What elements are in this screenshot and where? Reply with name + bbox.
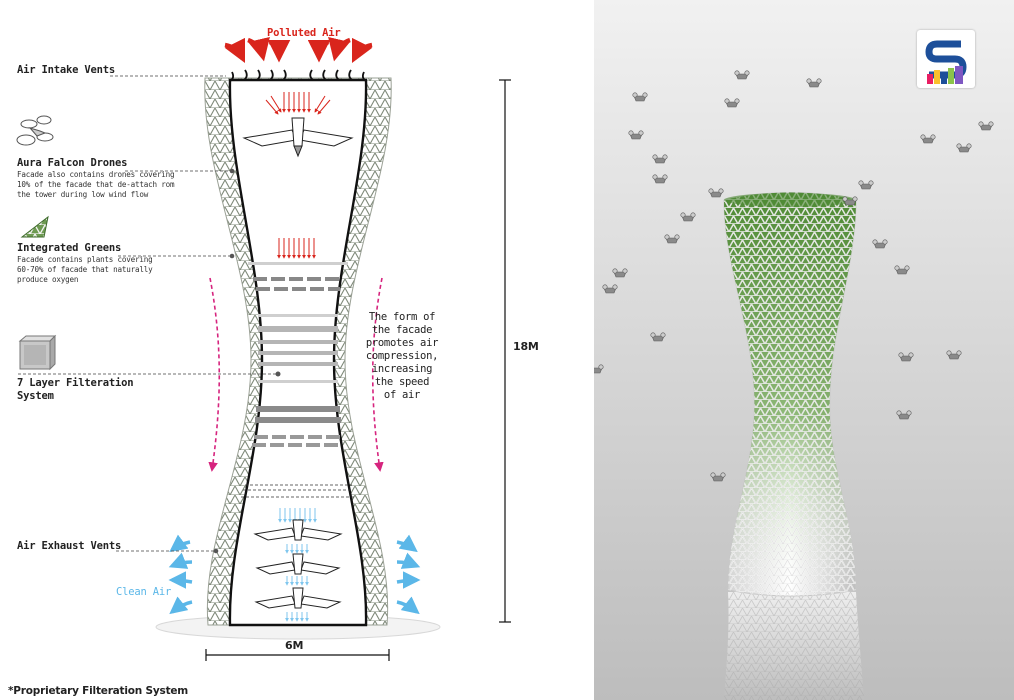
width-dimension-label: 6M <box>285 639 304 652</box>
leader-dots <box>213 168 281 554</box>
tower-diagram <box>16 36 511 661</box>
tower-render <box>594 0 1014 700</box>
logo-graphic <box>925 40 967 84</box>
turbine-lower-2 <box>255 553 341 575</box>
render-tower-lattice-dark <box>724 192 856 596</box>
filter-cube-icon <box>18 334 57 371</box>
intake-vents <box>229 69 367 82</box>
leaf-triangle-icon <box>20 215 49 238</box>
greens-desc-1: Facade contains plants covering <box>17 255 153 264</box>
floating-drones <box>594 70 994 482</box>
drones-desc-1: Facade also contains drones covering <box>17 170 175 179</box>
polluted-air-label: Polluted Air <box>267 27 341 39</box>
exhaust-arrows-left <box>168 534 193 615</box>
width-dimension <box>205 649 390 661</box>
clean-air-label: Clean Air <box>116 586 172 598</box>
turbine-lower-1 <box>253 519 343 541</box>
greens-desc-3: produce oxygen <box>17 275 79 284</box>
filter-layers <box>241 262 355 498</box>
mid-inner-arrows <box>277 238 316 259</box>
drones-title: Aura Falcon Drones <box>17 157 128 169</box>
facade-note-line4: compression, <box>365 350 439 362</box>
flow-arrow-left <box>208 277 221 472</box>
exhaust-arrows-right <box>396 534 421 615</box>
logo-icon <box>917 30 975 88</box>
render-tower-top <box>724 193 856 207</box>
filter-title-line2: System <box>17 390 54 402</box>
drone-icon <box>16 115 54 146</box>
height-dimension <box>499 79 511 623</box>
turbine-top <box>242 117 354 158</box>
drones-desc-2: 10% of the facade that de-attach rom <box>17 180 175 189</box>
top-inner-arrows <box>265 92 331 115</box>
leader-lines <box>18 75 276 552</box>
facade-note-line7: of air <box>383 389 421 401</box>
filter-title-line1: 7 Layer Filteration <box>17 377 134 389</box>
greens-title: Integrated Greens <box>17 242 122 254</box>
drones-desc-3: the tower during low wind flow <box>17 190 149 199</box>
facade-note-line1: The form of <box>368 311 436 323</box>
facade-note-line3: promotes air <box>365 337 439 349</box>
flow-arrow-right <box>371 277 384 472</box>
air-exhaust-vents-label: Air Exhaust Vents <box>17 540 122 552</box>
footnote: *Proprietary Filteration System <box>8 685 189 697</box>
polluted-air-arrows <box>224 36 373 64</box>
height-dimension-label: 18M <box>513 340 539 353</box>
greens-desc-2: 60-70% of facade that naturally <box>17 265 153 274</box>
facade-note-line5: increasing <box>371 363 433 375</box>
clean-inner-arrows <box>278 508 317 622</box>
facade-note: The form of the facade promotes air comp… <box>362 311 442 402</box>
air-intake-vents-label: Air Intake Vents <box>17 64 115 76</box>
facade-note-line2: the facade <box>371 324 433 336</box>
tower-reflection-lattice <box>724 592 864 700</box>
turbine-lower-3 <box>254 587 342 609</box>
facade-note-line6: the speed <box>374 376 430 388</box>
